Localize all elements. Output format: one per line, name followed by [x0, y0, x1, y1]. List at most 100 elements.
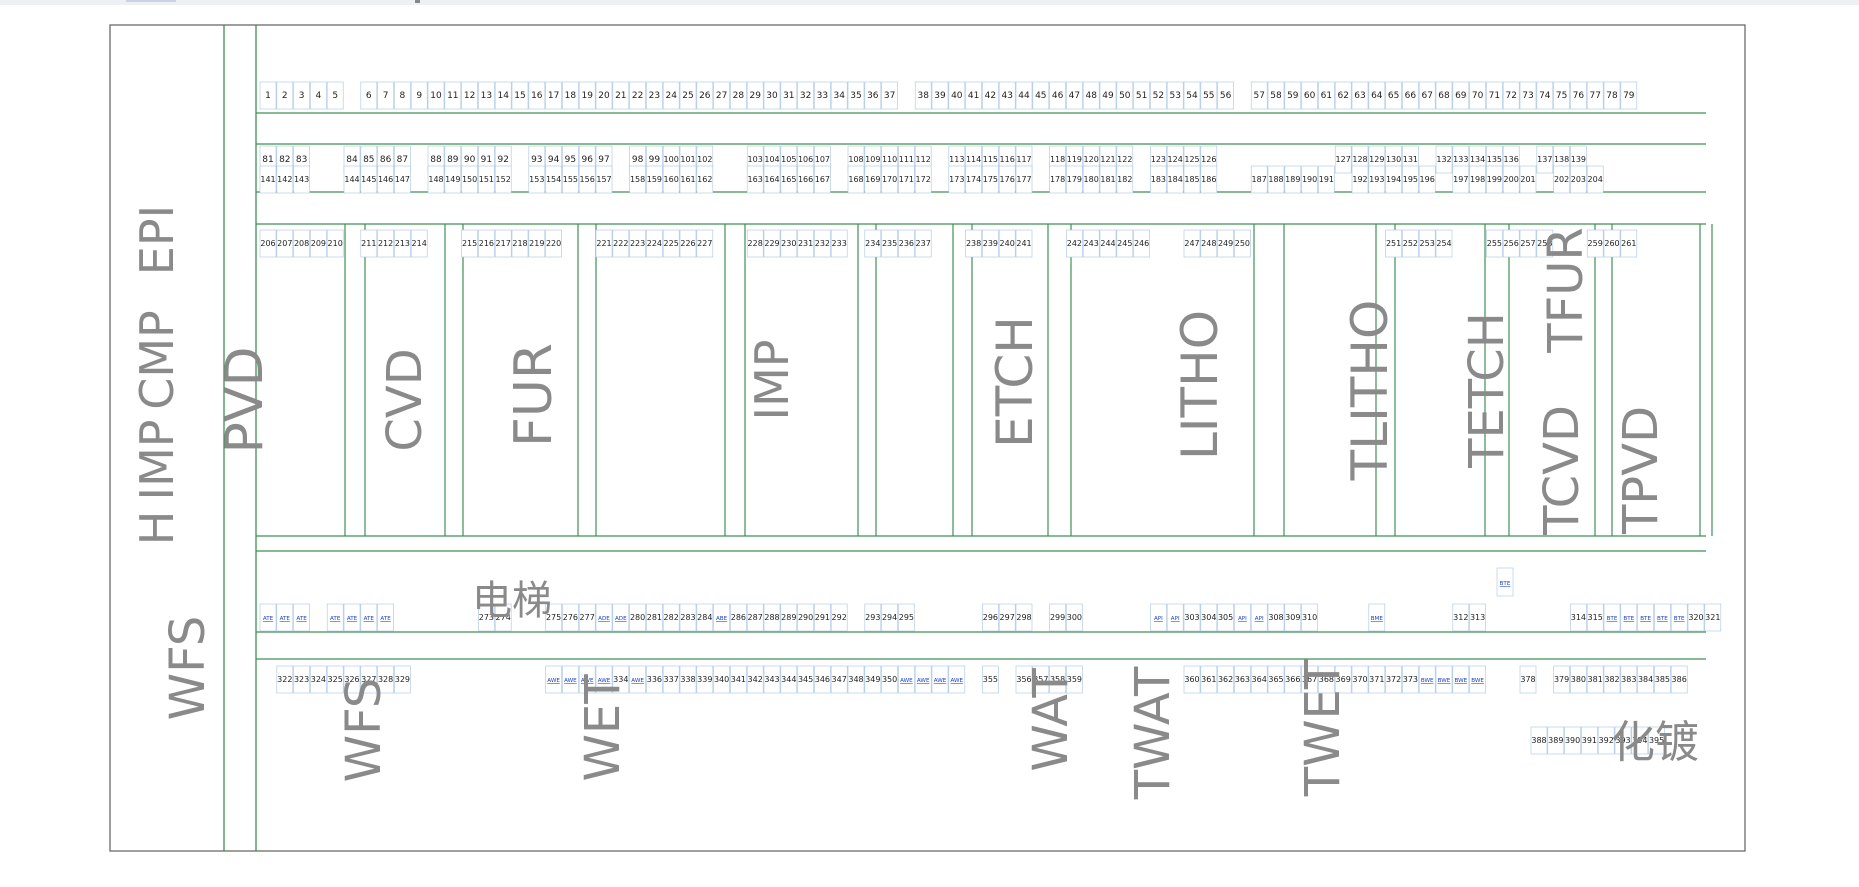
- equipment-cell[interactable]: 16: [528, 81, 546, 110]
- equipment-cell[interactable]: 38: [914, 81, 932, 110]
- equipment-cell[interactable]: 147: [394, 165, 411, 194]
- equipment-cell[interactable]: 256: [1502, 229, 1520, 258]
- equipment-cell[interactable]: 156: [578, 165, 596, 194]
- equipment-cell[interactable]: 255: [1486, 229, 1503, 258]
- equipment-cell[interactable]: 1: [259, 81, 277, 110]
- equipment-cell[interactable]: 360: [1183, 665, 1201, 694]
- equipment-cell[interactable]: ATE: [259, 603, 277, 632]
- equipment-cell[interactable]: 314: [1570, 603, 1587, 632]
- equipment-cell[interactable]: 24: [662, 81, 680, 110]
- equipment-cell[interactable]: 207: [276, 229, 294, 258]
- equipment-cell[interactable]: 227: [696, 229, 714, 258]
- equipment-cell[interactable]: 370: [1351, 665, 1369, 694]
- equipment-cell[interactable]: 282: [662, 603, 680, 632]
- equipment-cell[interactable]: 364: [1250, 665, 1268, 694]
- equipment-cell[interactable]: 246: [1133, 229, 1150, 258]
- equipment-cell[interactable]: 170: [881, 165, 898, 194]
- equipment-cell[interactable]: API: [1166, 603, 1184, 632]
- equipment-cell[interactable]: 177: [1015, 165, 1033, 194]
- equipment-cell[interactable]: 75: [1553, 81, 1570, 110]
- equipment-cell[interactable]: 286: [730, 603, 747, 632]
- equipment-cell[interactable]: 356: [1015, 665, 1033, 694]
- equipment-cell[interactable]: 189: [1284, 165, 1302, 194]
- equipment-cell[interactable]: 41: [965, 81, 982, 110]
- equipment-cell[interactable]: 242: [1066, 229, 1083, 258]
- equipment-cell[interactable]: 338: [679, 665, 697, 694]
- equipment-cell[interactable]: 184: [1166, 165, 1184, 194]
- equipment-cell[interactable]: 162: [696, 165, 714, 194]
- equipment-cell[interactable]: 34: [830, 81, 848, 110]
- equipment-cell[interactable]: BTE: [1620, 603, 1638, 632]
- equipment-cell[interactable]: 304: [1200, 603, 1218, 632]
- equipment-cell[interactable]: 361: [1200, 665, 1218, 694]
- equipment-cell[interactable]: BWE: [1452, 665, 1470, 694]
- equipment-cell[interactable]: 308: [1267, 603, 1285, 632]
- equipment-cell[interactable]: 19: [578, 81, 596, 110]
- equipment-cell[interactable]: 171: [898, 165, 915, 194]
- equipment-cell[interactable]: 250: [1234, 229, 1251, 258]
- equipment-cell[interactable]: 10: [427, 81, 445, 110]
- equipment-cell[interactable]: 254: [1435, 229, 1453, 258]
- equipment-cell[interactable]: 225: [662, 229, 680, 258]
- equipment-cell[interactable]: BTE: [1670, 603, 1688, 632]
- equipment-cell[interactable]: ATE: [343, 603, 361, 632]
- equipment-cell[interactable]: 8: [394, 81, 411, 110]
- equipment-cell[interactable]: 77: [1586, 81, 1604, 110]
- equipment-cell[interactable]: 261: [1620, 229, 1638, 258]
- equipment-cell[interactable]: 346: [814, 665, 831, 694]
- equipment-cell[interactable]: 240: [998, 229, 1016, 258]
- equipment-cell[interactable]: ATE: [276, 603, 294, 632]
- equipment-cell[interactable]: 159: [646, 165, 663, 194]
- equipment-cell[interactable]: 221: [595, 229, 613, 258]
- equipment-cell[interactable]: BTE: [1496, 567, 1514, 597]
- equipment-cell[interactable]: 238: [965, 229, 982, 258]
- equipment-cell[interactable]: API: [1234, 603, 1251, 632]
- equipment-cell[interactable]: 153: [528, 165, 546, 194]
- equipment-cell[interactable]: 60: [1301, 81, 1318, 110]
- equipment-cell[interactable]: 149: [444, 165, 462, 194]
- equipment-cell[interactable]: 166: [797, 165, 814, 194]
- equipment-cell[interactable]: 61: [1318, 81, 1335, 110]
- equipment-cell[interactable]: 70: [1469, 81, 1486, 110]
- equipment-cell[interactable]: 381: [1586, 665, 1604, 694]
- equipment-cell[interactable]: ATE: [293, 603, 310, 632]
- equipment-cell[interactable]: 380: [1570, 665, 1587, 694]
- equipment-cell[interactable]: 276: [562, 603, 579, 632]
- equipment-cell[interactable]: 68: [1435, 81, 1453, 110]
- equipment-cell[interactable]: 174: [965, 165, 982, 194]
- equipment-cell[interactable]: 5: [326, 81, 344, 110]
- equipment-cell[interactable]: 148: [427, 165, 445, 194]
- equipment-cell[interactable]: 39: [931, 81, 949, 110]
- equipment-cell[interactable]: 239: [982, 229, 999, 258]
- equipment-cell[interactable]: 219: [528, 229, 546, 258]
- equipment-cell[interactable]: 343: [763, 665, 781, 694]
- equipment-cell[interactable]: 222: [612, 229, 630, 258]
- equipment-cell[interactable]: 12: [461, 81, 478, 110]
- equipment-cell[interactable]: 233: [830, 229, 848, 258]
- equipment-cell[interactable]: 388: [1530, 726, 1548, 755]
- equipment-cell[interactable]: 229: [763, 229, 781, 258]
- equipment-cell[interactable]: 393: [1614, 726, 1632, 755]
- equipment-cell[interactable]: 69: [1452, 81, 1470, 110]
- equipment-cell[interactable]: 324: [310, 665, 327, 694]
- equipment-cell[interactable]: 45: [1032, 81, 1050, 110]
- equipment-cell[interactable]: 259: [1586, 229, 1604, 258]
- equipment-cell[interactable]: 290: [797, 603, 814, 632]
- equipment-cell[interactable]: 251: [1385, 229, 1402, 258]
- equipment-cell[interactable]: 224: [646, 229, 663, 258]
- equipment-cell[interactable]: 362: [1217, 665, 1234, 694]
- equipment-cell[interactable]: 59: [1284, 81, 1302, 110]
- equipment-cell[interactable]: ADE: [612, 603, 630, 632]
- equipment-cell[interactable]: 183: [1150, 165, 1167, 194]
- equipment-cell[interactable]: 50: [1116, 81, 1134, 110]
- equipment-cell[interactable]: 137: [1536, 145, 1554, 174]
- equipment-cell[interactable]: 175: [982, 165, 999, 194]
- equipment-cell[interactable]: 167: [814, 165, 831, 194]
- equipment-cell[interactable]: 258: [1536, 229, 1554, 258]
- equipment-cell[interactable]: 27: [713, 81, 730, 110]
- equipment-cell[interactable]: 169: [864, 165, 882, 194]
- equipment-cell[interactable]: 9: [410, 81, 428, 110]
- equipment-cell[interactable]: 390: [1564, 726, 1581, 755]
- equipment-cell[interactable]: 145: [360, 165, 378, 194]
- equipment-cell[interactable]: 29: [746, 81, 764, 110]
